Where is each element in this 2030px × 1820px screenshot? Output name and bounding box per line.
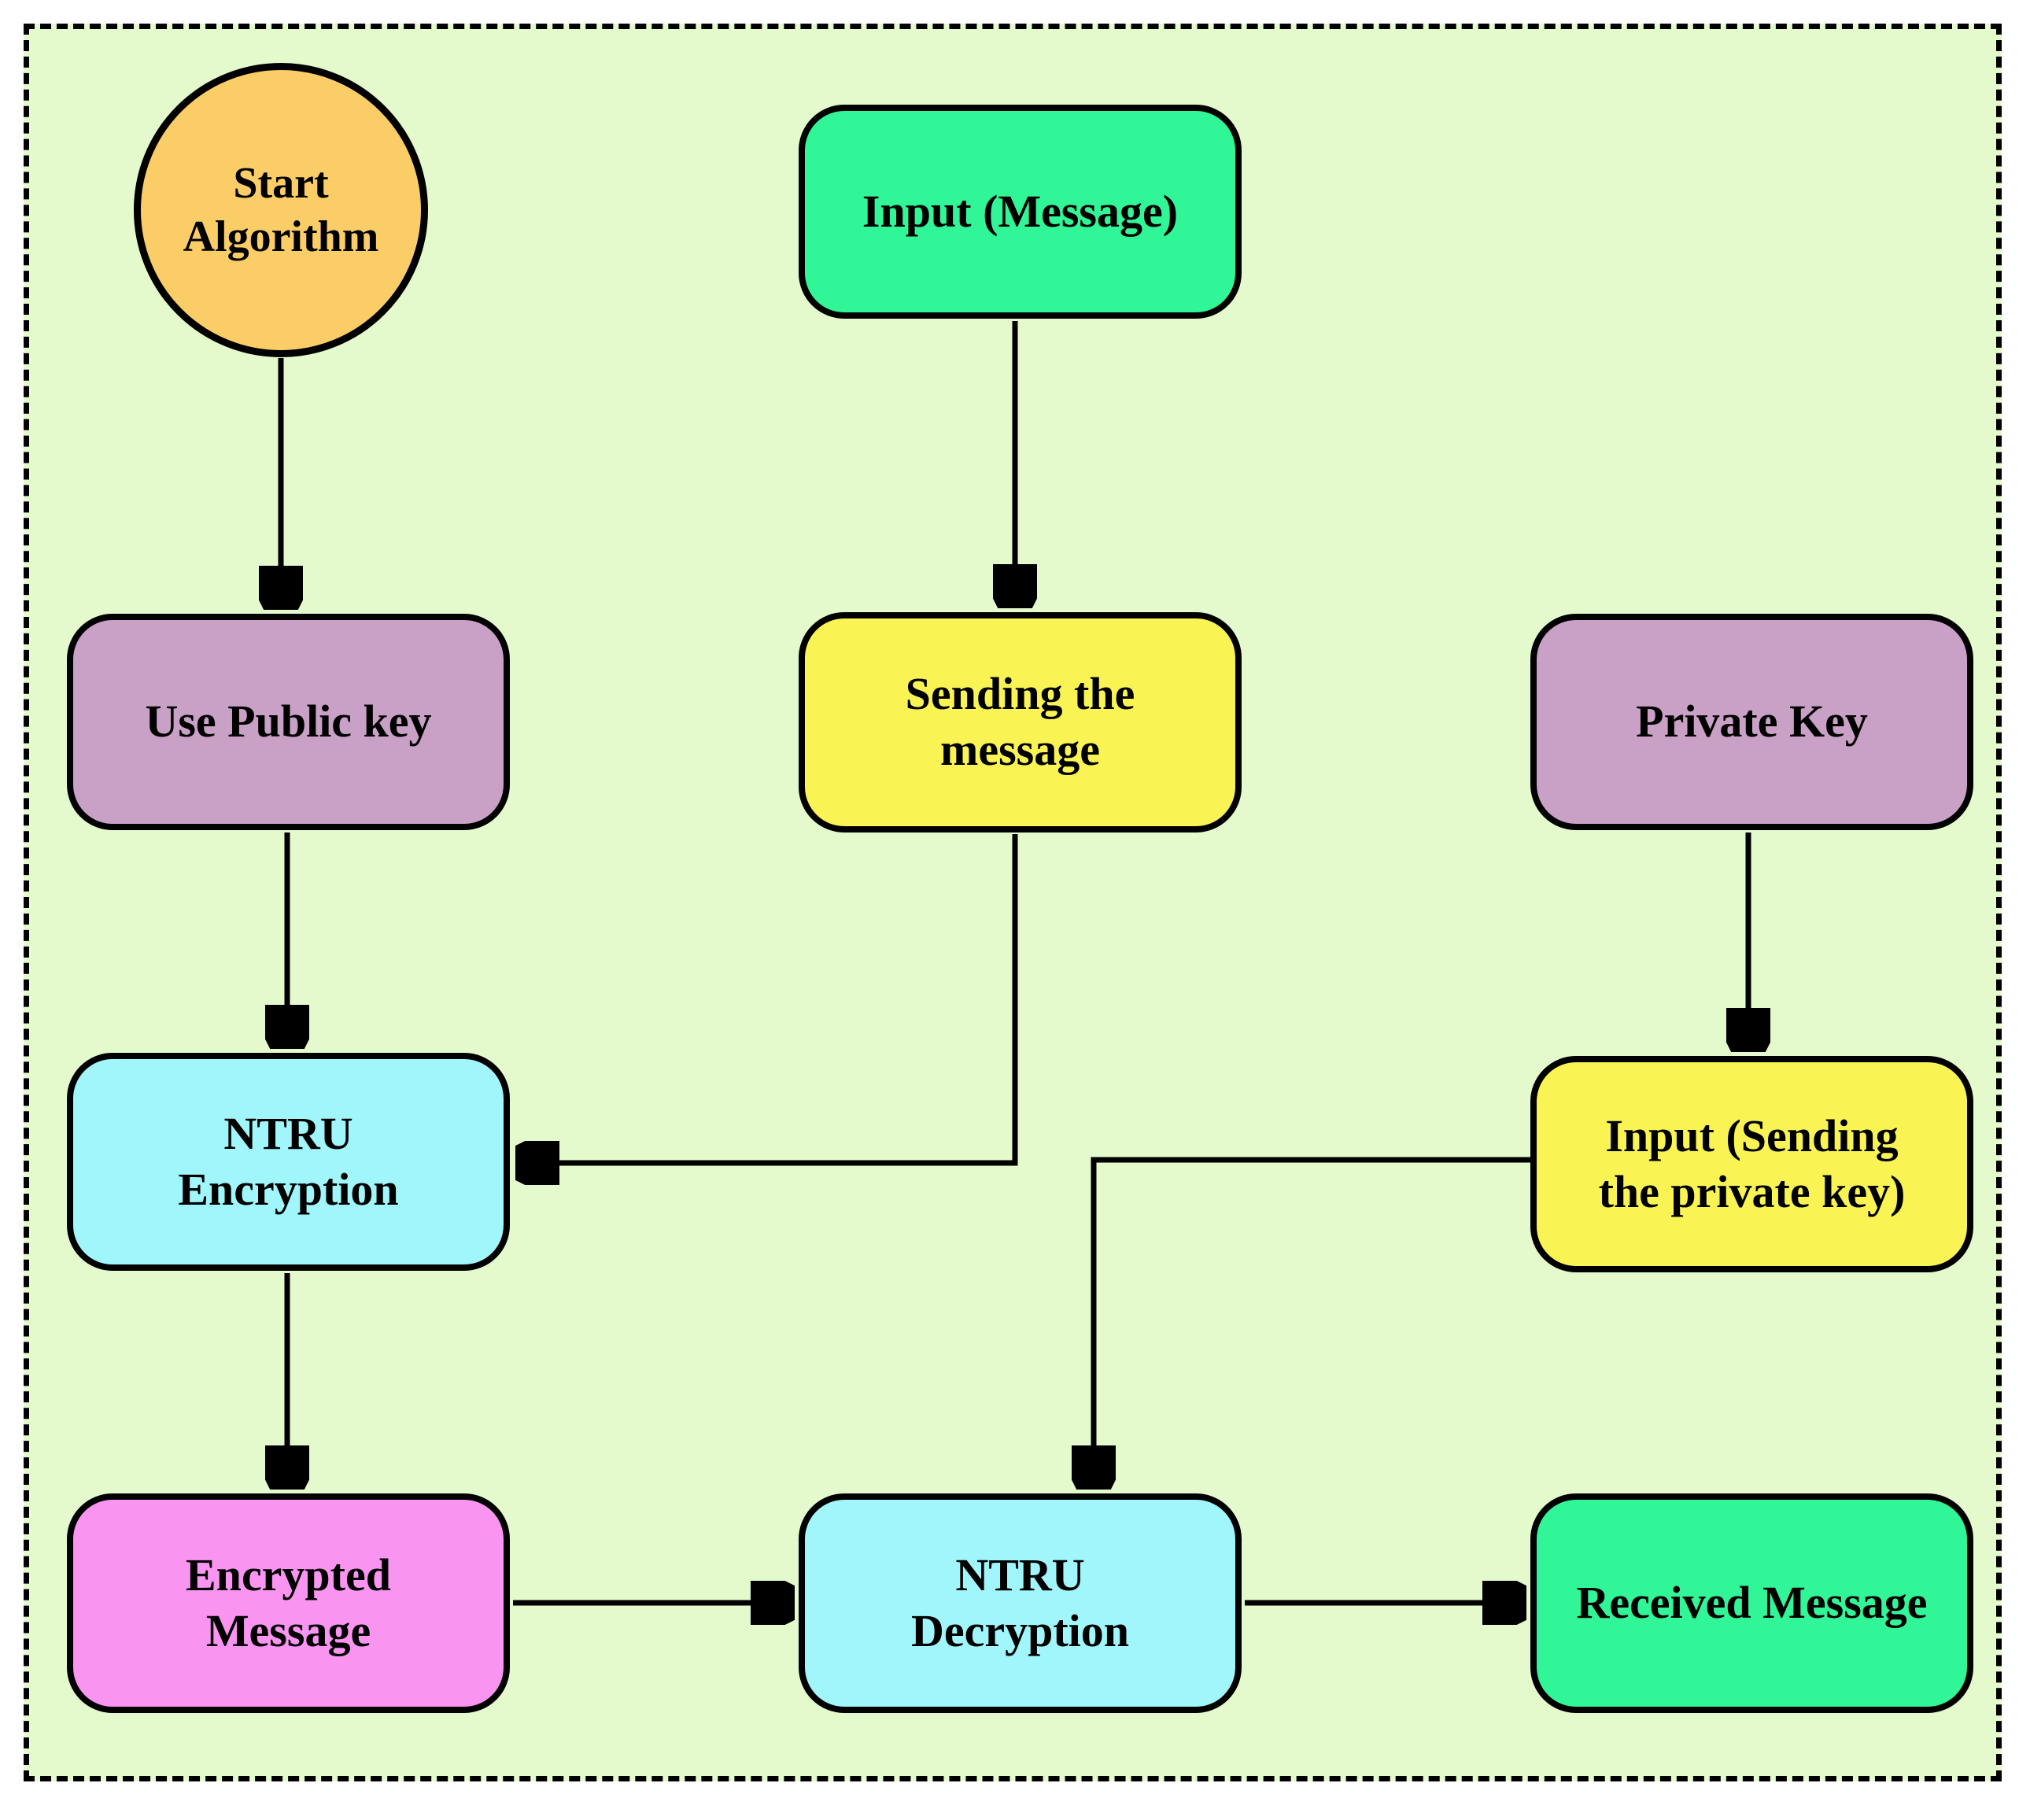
- node-encrypted-message: Encrypted Message: [67, 1493, 510, 1713]
- node-ntru-decryption: NTRU Decryption: [799, 1493, 1242, 1713]
- node-start-algorithm: Start Algorithm: [134, 63, 428, 357]
- node-input-sending-private-key: Input (Sending the private key): [1530, 1056, 1973, 1272]
- node-use-public-key: Use Public key: [67, 614, 510, 830]
- node-received-message: Received Message: [1530, 1493, 1973, 1713]
- node-private-key: Private Key: [1530, 614, 1973, 830]
- node-input-message: Input (Message): [799, 105, 1242, 319]
- node-ntru-encryption: NTRU Encryption: [67, 1053, 510, 1271]
- node-sending-the-message: Sending the message: [799, 612, 1242, 832]
